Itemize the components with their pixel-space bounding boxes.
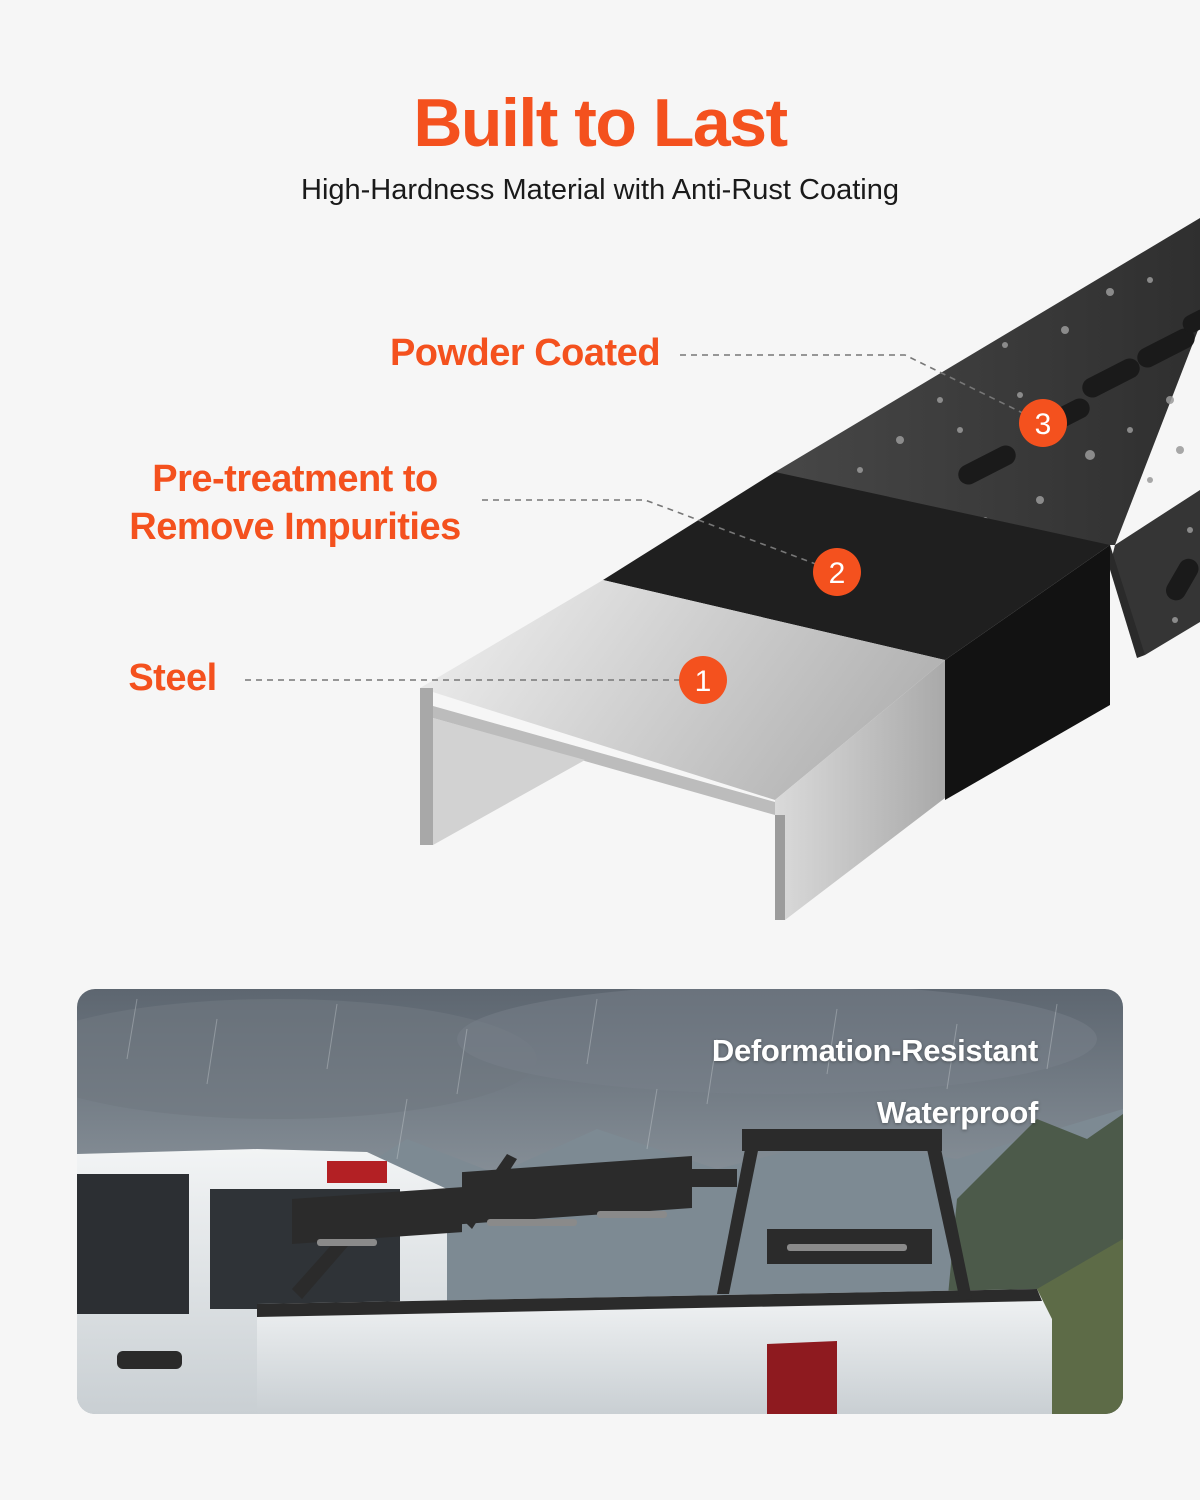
marker-2: 2 — [813, 548, 861, 596]
label-pretreatment-line1: Pre-treatment to — [152, 458, 438, 500]
leader-line-pretreatment — [482, 499, 838, 573]
feature-waterproof: Waterproof — [876, 1095, 1038, 1130]
label-steel: Steel — [128, 657, 217, 699]
svg-text:1: 1 — [695, 665, 712, 698]
layer-illustration: 3 2 1 — [245, 218, 1200, 920]
page-subtitle: High-Hardness Material with Anti-Rust Co… — [301, 174, 899, 206]
marker-1: 1 — [679, 656, 727, 704]
label-pretreatment: Pre-treatment to Remove Impurities — [100, 455, 490, 551]
truck-rack-photo: Deformation-Resistant Waterproof — [77, 989, 1123, 1414]
label-pretreatment-line2: Remove Impurities — [129, 506, 461, 548]
page-title: Built to Last — [413, 85, 788, 161]
svg-text:3: 3 — [1035, 408, 1052, 441]
marker-3: 3 — [1019, 399, 1067, 447]
svg-text:2: 2 — [829, 557, 846, 590]
feature-deformation-resistant: Deformation-Resistant — [711, 1033, 1038, 1068]
truck-illustration — [77, 989, 1123, 1414]
leader-line-coating — [680, 354, 1044, 424]
material-layer-diagram: 3 2 1 — [0, 210, 1200, 950]
label-powder-coated: Powder Coated — [389, 332, 661, 374]
